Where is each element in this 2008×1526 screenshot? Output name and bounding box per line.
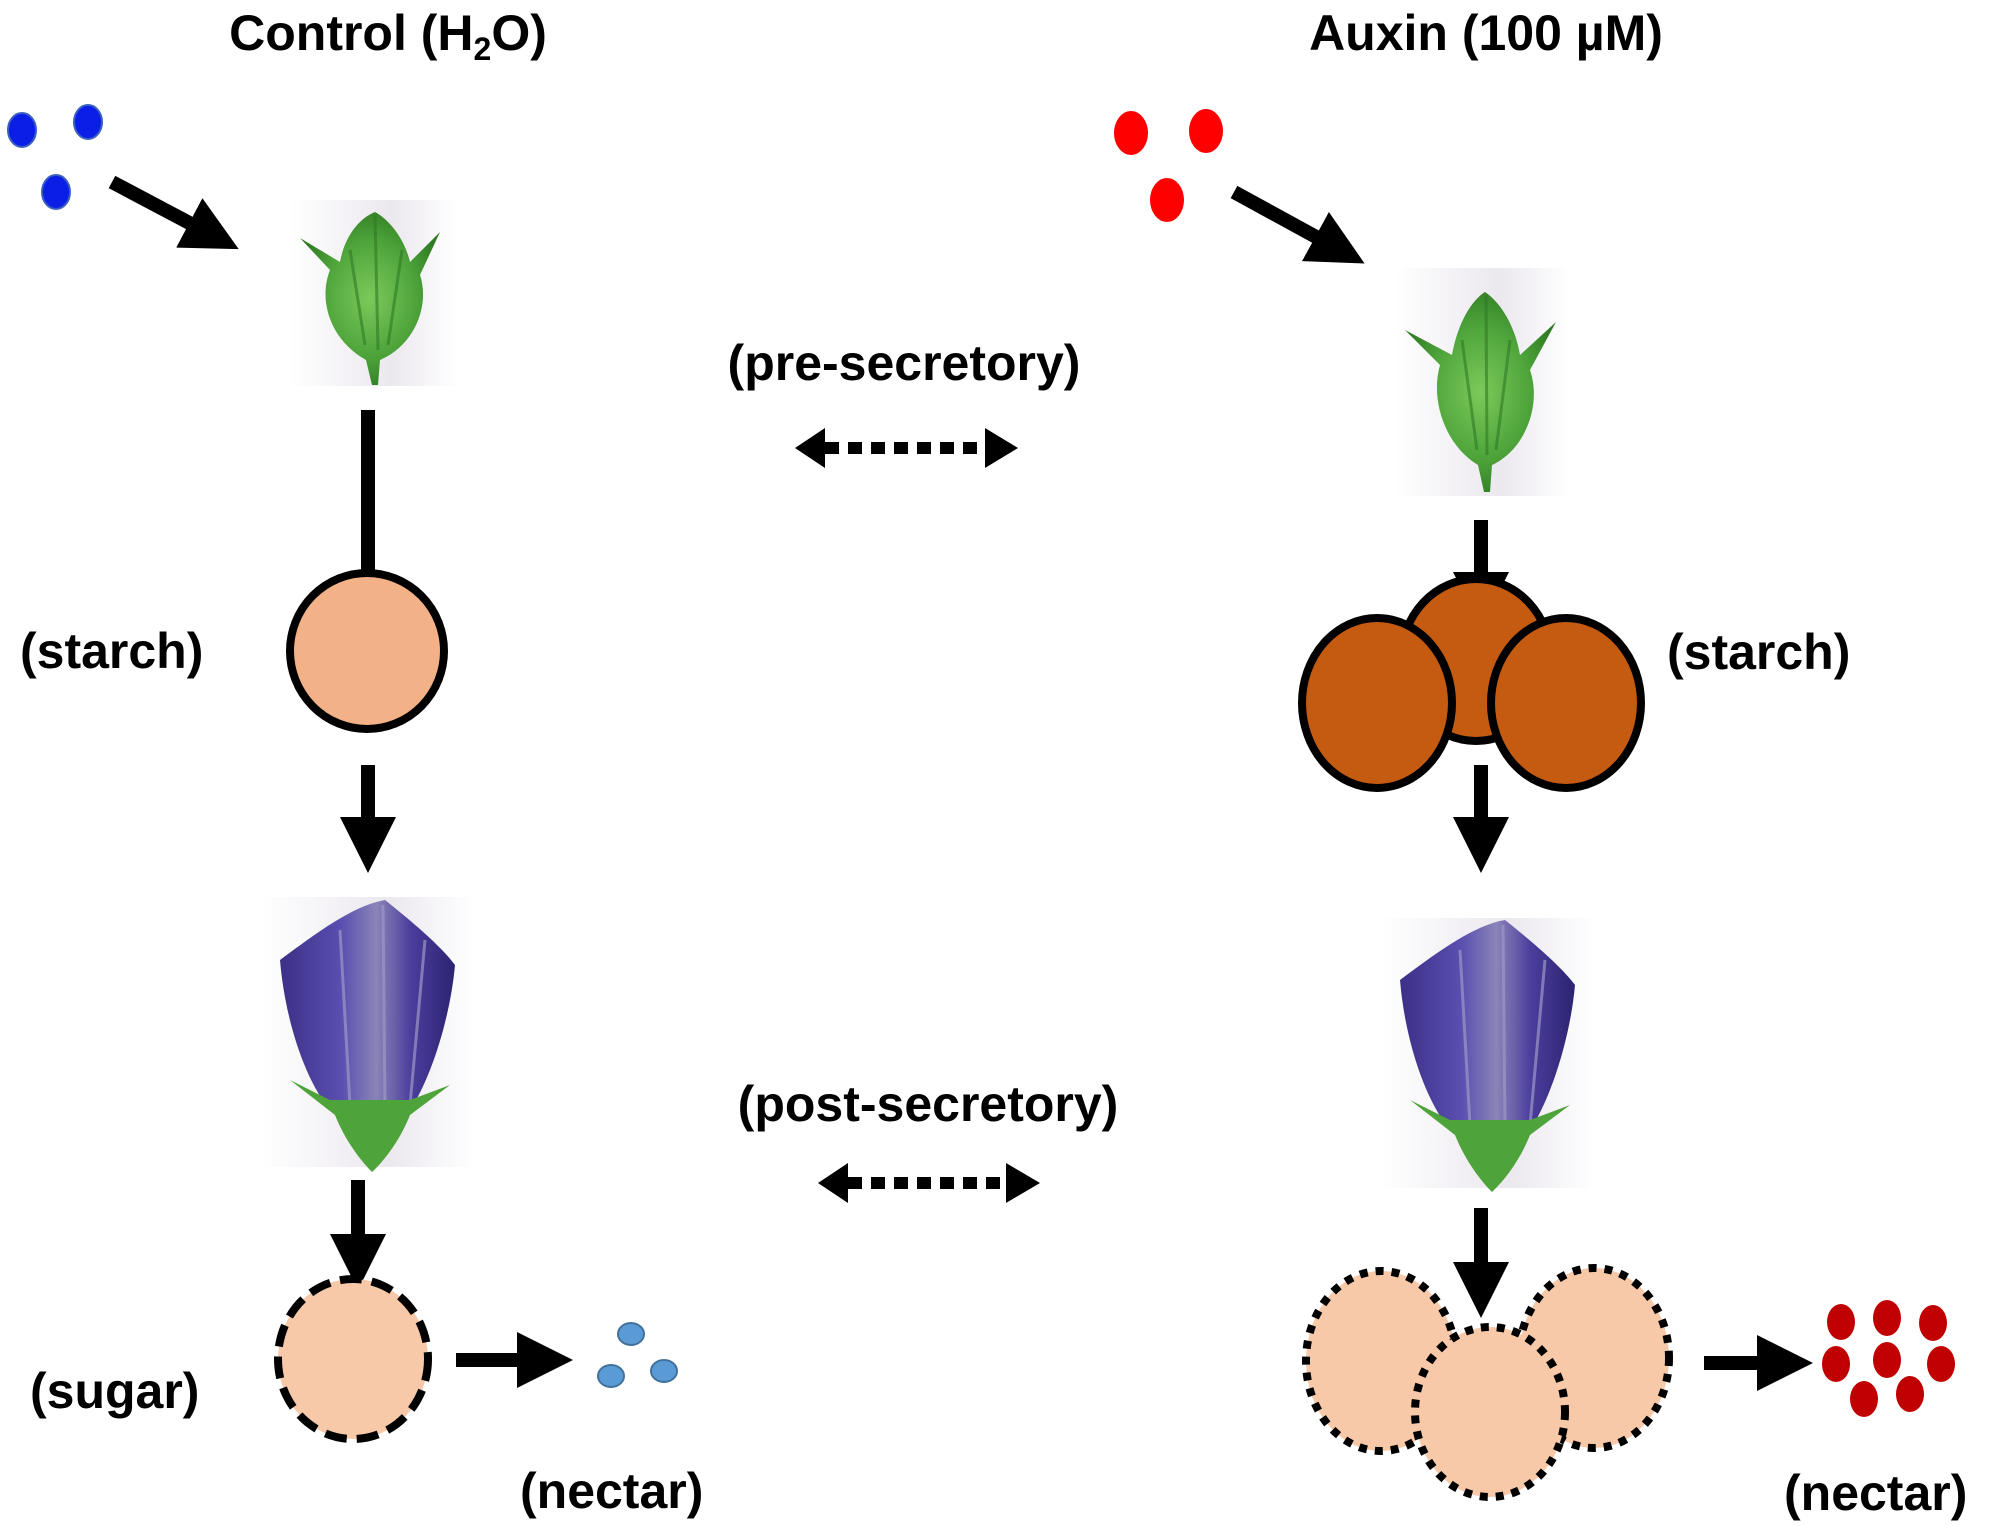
starch-granule [1298,614,1456,792]
nectar-dot [1827,1304,1855,1340]
nectar-dot [597,1364,625,1388]
nectar-dot [1850,1381,1878,1417]
treatment-dot [1189,109,1223,153]
treatment-dot [7,112,37,148]
auxin-bud-image [1395,268,1570,496]
control-sugar-label: (sugar) [30,1363,199,1419]
auxin-flower-image [1380,918,1595,1192]
auxin-title: Auxin (100 µM) [1309,5,1663,61]
treatment-dot [73,104,103,140]
nectar-dot [1896,1376,1924,1412]
auxin-starch-granules [1298,575,1645,792]
nectar-dot [650,1359,678,1383]
nectar-dot [1919,1305,1947,1341]
application-arrow [108,175,239,250]
control-title: Control (H2O) [229,5,547,67]
control-sugar-granule [274,1275,432,1443]
auxin-starch-label: (starch) [1667,624,1850,680]
control-nectar-dots [597,1322,678,1388]
control-treatment-dots [7,104,103,210]
starch-granule [1487,614,1645,792]
nectar-dot [1873,1300,1901,1336]
control-starch-granule [286,569,448,733]
pre-secretory-label: (pre-secretory) [728,335,1081,391]
post-secretory-comparison-arrow [818,1163,1040,1203]
nectar-dot [1927,1346,1955,1382]
treatment-dot [1114,111,1148,155]
control-flower-image [260,897,475,1172]
application-arrow [1230,185,1365,264]
treatment-dot [1150,178,1184,222]
nectar-dot [1873,1342,1901,1378]
control-bud-image [290,200,458,386]
auxin-treatment-dots [1114,109,1223,222]
auxin-nectar-dots [1822,1300,1955,1417]
sugar-granule [1411,1323,1569,1501]
auxin-sugar-granules [1302,1264,1673,1501]
auxin-nectar-label: (nectar) [1784,1465,1967,1521]
nectar-dot [1822,1346,1850,1382]
nectar-dot [617,1322,645,1346]
pre-secretory-comparison-arrow [795,428,1018,468]
control-nectar-label: (nectar) [520,1463,703,1519]
control-starch-label: (starch) [20,623,203,679]
treatment-dot [41,174,71,210]
post-secretory-label: (post-secretory) [738,1076,1119,1132]
